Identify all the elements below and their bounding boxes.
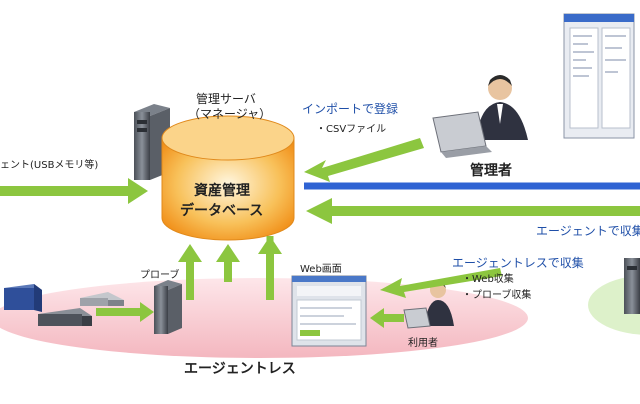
agent-pc-icon — [624, 258, 640, 314]
console-screenshot — [563, 13, 635, 139]
web-screen-icon — [291, 275, 367, 347]
user-person-icon — [403, 280, 454, 329]
network-devices-icon — [4, 284, 124, 326]
server-title-label: 管理サーバ — [196, 92, 256, 106]
agentless-collect-arrow — [380, 268, 502, 298]
db-line2-label: データベース — [180, 203, 264, 219]
web-collect-label: ・Web収集 — [462, 274, 514, 285]
probe-label: プローブ — [140, 270, 180, 281]
usb-note-label: ェント(USBメモリ等) — [0, 160, 99, 171]
admin-person-icon — [432, 75, 528, 158]
admin-label: 管理者 — [470, 163, 512, 179]
web-to-db-arrow — [258, 236, 282, 300]
probe-to-db-arrow — [178, 244, 202, 300]
user-label: 利用者 — [408, 338, 438, 349]
asset-db-cylinder — [161, 115, 295, 241]
agentless-label: エージェントレス — [184, 361, 296, 377]
usb-arrow — [0, 178, 148, 204]
probe-server-icon — [154, 280, 182, 334]
devices-to-probe-arrow — [96, 302, 154, 322]
probe-collect-label: ・プローブ収集 — [462, 290, 532, 301]
server-subtitle-label: （マネージャ） — [188, 107, 272, 121]
import-item-label: ・CSVファイル — [316, 124, 387, 135]
green-arrows — [0, 138, 640, 328]
agentless-zone-ellipse — [0, 278, 528, 358]
user-to-web-arrow — [370, 308, 404, 328]
db-line1-label: 資産管理 — [194, 183, 250, 199]
center-up-arrow — [216, 244, 240, 282]
import-arrow — [304, 138, 424, 182]
import-title-label: インポートで登録 — [302, 102, 399, 116]
agent-collect-arrow — [306, 198, 640, 224]
agent-collect-label: エージェントで収集 — [536, 224, 640, 238]
web-screen-label: Web画面 — [300, 264, 342, 275]
agentless-collect-label: エージェントレスで収集 — [452, 256, 584, 270]
